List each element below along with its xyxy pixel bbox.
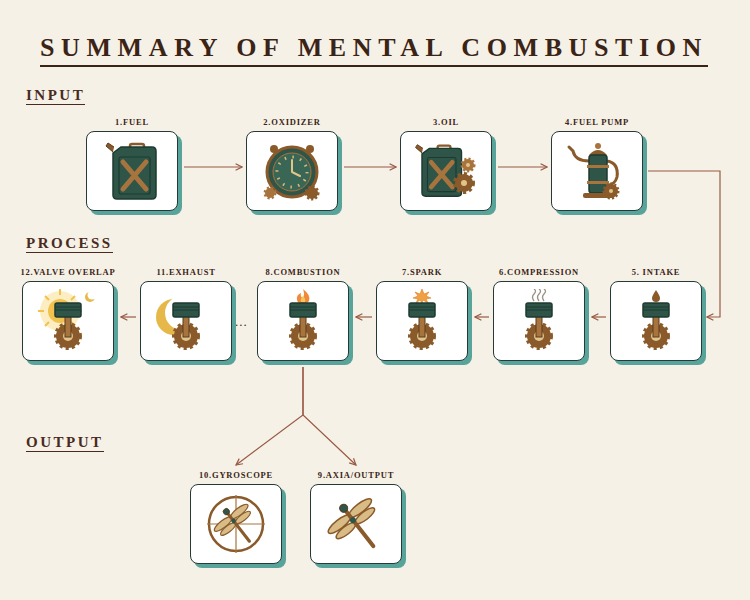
step-node: 5. INTAKE: [610, 265, 702, 361]
step-icon: [100, 139, 164, 203]
step-caption: 7.SPARK: [402, 267, 442, 277]
step-node: 9.AXIA/OUTPUT: [310, 468, 402, 564]
step-icon: [324, 492, 388, 556]
step-icon: [414, 139, 478, 203]
step-box: [376, 281, 468, 361]
flow-arrow: [356, 316, 372, 317]
step-node: 3.OIL: [400, 115, 492, 211]
flow-arrow: [592, 316, 606, 317]
step-box: [246, 131, 338, 211]
flow-arrow: [344, 166, 396, 167]
step-caption: 1.FUEL: [115, 117, 149, 127]
step-icon: [271, 289, 335, 353]
step-caption: 3.OIL: [433, 117, 459, 127]
step-box: [190, 484, 282, 564]
step-box: [86, 131, 178, 211]
step-caption: 6.COMPRESSION: [499, 267, 579, 277]
step-caption: 5. INTAKE: [632, 267, 681, 277]
flow-arrow: [498, 166, 547, 167]
step-node: 2.OXIDIZER: [246, 115, 338, 211]
continuation-dots: ...: [235, 314, 248, 330]
step-icon: [507, 289, 571, 353]
step-box: [22, 281, 114, 361]
step-node: 7.SPARK: [376, 265, 468, 361]
step-node: 12.VALVE OVERLAP: [22, 265, 114, 361]
flow-arrow: [184, 166, 242, 167]
section-heading: INPUT: [26, 87, 85, 105]
step-box: [257, 281, 349, 361]
step-node: 10.GYROSCOPE: [190, 468, 282, 564]
flow-arrow: [303, 367, 356, 465]
step-node: 4.FUEL PUMP: [551, 115, 643, 211]
step-box: [310, 484, 402, 564]
step-node: 11.EXHAUST: [140, 265, 232, 361]
diagram-title: SUMMARY OF MENTAL COMBUSTION: [40, 33, 708, 67]
step-icon: [36, 289, 100, 353]
step-icon: [565, 139, 629, 203]
section-heading: OUTPUT: [26, 434, 104, 452]
step-box: [493, 281, 585, 361]
step-box: [400, 131, 492, 211]
step-node: 6.COMPRESSION: [493, 265, 585, 361]
step-icon: [154, 289, 218, 353]
step-box: [551, 131, 643, 211]
step-caption: 2.OXIDIZER: [263, 117, 320, 127]
step-caption: 12.VALVE OVERLAP: [21, 267, 116, 277]
step-icon: [624, 289, 688, 353]
step-node: 8.COMBUSTION: [257, 265, 349, 361]
flow-arrow: [475, 316, 489, 317]
step-icon: [390, 289, 454, 353]
step-caption: 10.GYROSCOPE: [199, 470, 273, 480]
step-caption: 4.FUEL PUMP: [565, 117, 629, 127]
step-caption: 9.AXIA/OUTPUT: [318, 470, 394, 480]
step-icon: [204, 492, 268, 556]
flow-arrow: [236, 367, 303, 465]
section-heading: PROCESS: [26, 235, 113, 253]
step-caption: 11.EXHAUST: [156, 267, 215, 277]
step-caption: 8.COMBUSTION: [265, 267, 340, 277]
step-node: 1.FUEL: [86, 115, 178, 211]
flow-arrow: [121, 316, 136, 317]
step-box: [610, 281, 702, 361]
step-icon: [260, 139, 324, 203]
step-box: [140, 281, 232, 361]
